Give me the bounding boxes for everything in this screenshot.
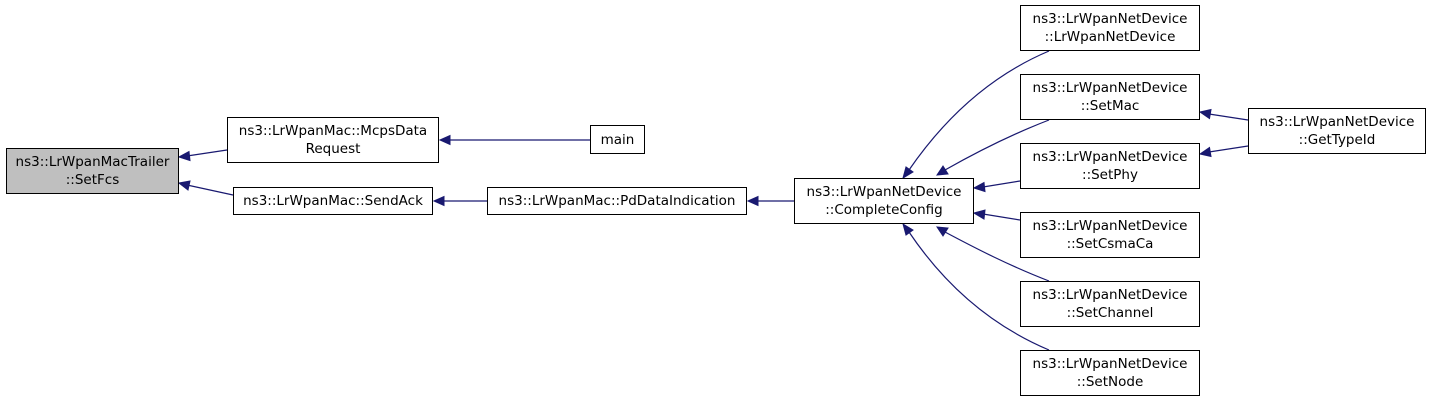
edge-gettypeid-to-setphy: [1208, 145, 1249, 153]
node-label-line1: ns3::LrWpanNetDevice: [1032, 356, 1188, 372]
node-label-line1: ns3::LrWpanMac::McpsData: [238, 123, 428, 139]
node-lrwpannetdevice-setcsmaca[interactable]: ns3::LrWpanNetDevice ::SetCsmaCa: [1020, 212, 1200, 258]
edge-gettypeid-to-setmac: [1208, 113, 1249, 121]
node-lrwpannetdevice-setmac[interactable]: ns3::LrWpanNetDevice ::SetMac: [1020, 74, 1200, 120]
arrowhead-gettypeid-to-setmac: [1198, 108, 1212, 120]
arrowhead-setcsma-to-completeconfig: [972, 209, 986, 220]
node-label-line2: ::CompleteConfig: [825, 202, 943, 218]
arrowhead-completeconfig-to-pddata: [746, 195, 759, 207]
node-label-line1: ns3::LrWpanMac::PdDataIndication: [498, 193, 736, 209]
node-lrwpanmac-pddataindication[interactable]: ns3::LrWpanMac::PdDataIndication: [487, 187, 747, 215]
edge-ctor-to-completeconfig: [908, 50, 1050, 171]
edge-setchannel-to-completeconfig: [944, 231, 1050, 282]
node-lrwpannetdevice-gettypeid[interactable]: ns3::LrWpanNetDevice ::GetTypeId: [1248, 108, 1426, 154]
arrowhead-sendack-to-setfcs: [177, 180, 191, 191]
node-label-line2: Request: [305, 141, 361, 157]
arrowhead-setmac-to-completeconfig: [936, 165, 949, 176]
node-label-line1: ns3::LrWpanNetDevice: [1032, 287, 1188, 303]
node-label-line1: ns3::LrWpanNetDevice: [1259, 114, 1415, 130]
node-label-line2: ::SetPhy: [1082, 167, 1138, 183]
node-label-line2: ::SetMac: [1080, 98, 1140, 114]
node-lrwpannetdevice-setphy[interactable]: ns3::LrWpanNetDevice ::SetPhy: [1020, 143, 1200, 189]
node-lrwpannetdevice-constructor[interactable]: ns3::LrWpanNetDevice ::LrWpanNetDevice: [1020, 5, 1200, 51]
arrowhead-pddata-to-sendack: [432, 195, 445, 207]
node-label-line2: ::LrWpanNetDevice: [1044, 29, 1176, 45]
arrowhead-setnode-to-completeconfig: [902, 222, 914, 236]
node-label-line2: ::SetFcs: [65, 172, 120, 188]
node-label-line1: ns3::LrWpanNetDevice: [1032, 11, 1188, 27]
arrowhead-gettypeid-to-setphy: [1198, 146, 1212, 158]
edge-setphy-to-completeconfig: [982, 180, 1021, 188]
arrowhead-ctor-to-completeconfig: [902, 166, 914, 180]
node-label-line1: ns3::LrWpanNetDevice: [1032, 149, 1188, 165]
arrowhead-setchannel-to-completeconfig: [936, 226, 949, 237]
node-lrwpannetdevice-setchannel[interactable]: ns3::LrWpanNetDevice ::SetChannel: [1020, 281, 1200, 327]
node-label-line2: ::SetCsmaCa: [1066, 236, 1154, 252]
node-label-line2: ::SetChannel: [1066, 305, 1154, 321]
node-lrwpannetdevice-completeconfig[interactable]: ns3::LrWpanNetDevice ::CompleteConfig: [794, 178, 974, 224]
node-label-line1: ns3::LrWpanMac::SendAck: [243, 193, 423, 209]
edge-setmac-to-completeconfig: [944, 119, 1050, 171]
node-lrwpanmactrailer-setfcs: ns3::LrWpanMacTrailer ::SetFcs: [6, 148, 179, 194]
node-label-line2: ::GetTypeId: [1298, 132, 1376, 148]
node-lrwpannetdevice-setnode[interactable]: ns3::LrWpanNetDevice ::SetNode: [1020, 350, 1200, 396]
node-main[interactable]: main: [590, 125, 645, 154]
edge-mcps-to-setfcs: [186, 149, 228, 157]
node-label-line1: ns3::LrWpanMacTrailer: [15, 154, 170, 170]
arrowhead-main-to-mcps: [438, 134, 451, 146]
node-label-line1: ns3::LrWpanNetDevice: [1032, 218, 1188, 234]
node-lrwpanmac-sendack[interactable]: ns3::LrWpanMac::SendAck: [233, 187, 433, 215]
node-label-line1: main: [600, 131, 635, 148]
node-lrwpanmac-mcpsdatarequest[interactable]: ns3::LrWpanMac::McpsData Request: [227, 117, 439, 163]
edge-setcsma-to-completeconfig: [982, 213, 1021, 221]
arrowhead-mcps-to-setfcs: [177, 150, 191, 162]
node-label-line1: ns3::LrWpanNetDevice: [806, 184, 962, 200]
node-label-line2: ::SetNode: [1076, 374, 1144, 390]
edge-sendack-to-setfcs: [186, 184, 234, 196]
edge-setnode-to-completeconfig: [908, 231, 1050, 351]
node-label-line1: ns3::LrWpanNetDevice: [1032, 80, 1188, 96]
arrowhead-setphy-to-completeconfig: [972, 181, 986, 193]
